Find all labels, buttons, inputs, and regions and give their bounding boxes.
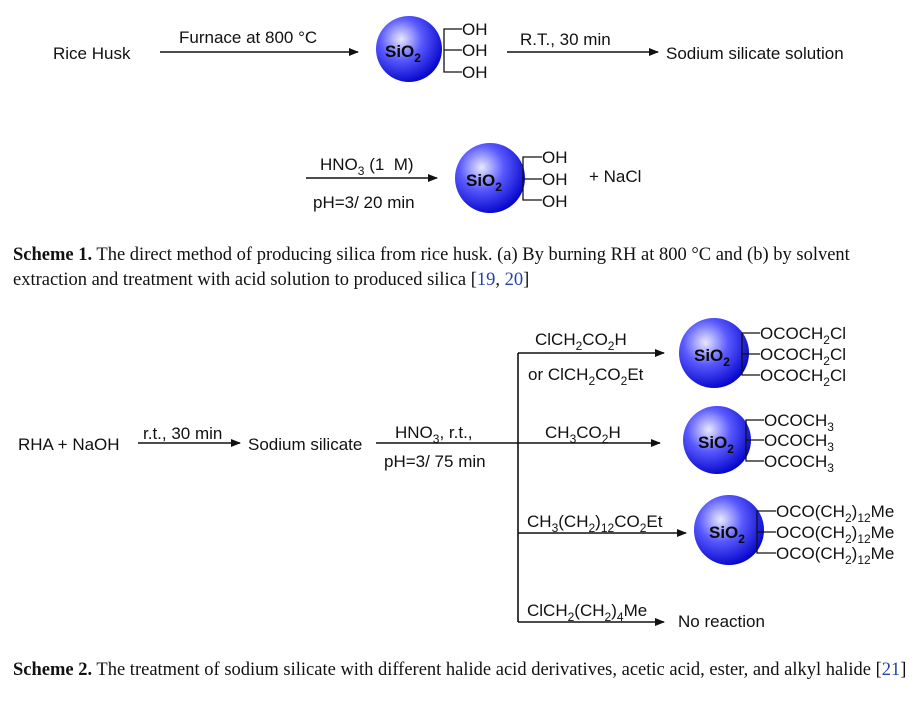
scheme-1-caption: Scheme 1. The direct method of producing… [13,243,913,293]
silica-sphere [455,143,525,213]
caption-label: Scheme 2. [13,660,93,680]
citation-close: ] [523,270,530,290]
rt-label: R.T., 30 min [520,30,611,49]
myristoyl-group-label: OCO(CH2)12Me [776,544,894,567]
hydroxyl-label: OH [462,63,488,82]
silica-sphere [694,495,764,565]
chloroacetyl-group-label: OCOCH2Cl [760,324,846,347]
scheme-2: RHA + NaOH r.t., 30 min Sodium silicate … [18,318,894,631]
silica-sphere [679,318,749,388]
hno3-rt-label: HNO3, r.t., [395,423,473,446]
rt-30min-label: r.t., 30 min [143,424,222,443]
acetyl-group-label: OCOCH3 [764,431,834,454]
hydroxyl-label: OH [542,170,568,189]
citation-link[interactable]: 21 [881,660,901,680]
sio2-label: SiO2 [466,171,502,194]
citation-link[interactable]: 20 [504,270,524,290]
acetyl-group-label: OCOCH3 [764,452,834,475]
silica-sphere [376,16,442,82]
caption-label: Scheme 1. [13,245,93,265]
sio2-label: SiO2 [385,42,421,65]
hydroxyl-label: OH [462,20,488,39]
branch-alkyl-halide: ClCH2(CH2)4Me No reaction [518,601,765,631]
caption-text: The direct method of producing silica fr… [13,245,850,290]
silica-sphere [683,406,751,474]
scheme-1: Rice Husk Furnace at 800 °C SiO2 OH OH O… [53,16,844,213]
furnace-label: Furnace at 800 °C [179,28,317,47]
branch-acetic: CH3CO2H SiO2 OCOCH3 OCOCH3 OCOCH3 [518,406,834,475]
scheme-2-caption: Scheme 2. The treatment of sodium silica… [13,658,913,683]
citation-link[interactable]: 19 [476,270,496,290]
sio2-label: SiO2 [694,346,730,369]
hno3-label: HNO3 (1 M) [320,155,414,178]
hydroxyl-label: OH [462,41,488,60]
reagent-label: CH3(CH2)12CO2Et [527,512,663,535]
chloroacetyl-group-label: OCOCH2Cl [760,345,846,368]
sodium-silicate-label: Sodium silicate [248,435,362,454]
reagent-label: ClCH2(CH2)4Me [527,601,647,624]
hydroxyl-label: OH [542,148,568,167]
sio2-label: SiO2 [709,523,745,546]
chloroacetyl-group-label: OCOCH2Cl [760,366,846,389]
ph-condition-label: pH=3/ 20 min [313,193,415,212]
acetyl-group-label: OCOCH3 [764,411,834,434]
myristoyl-group-label: OCO(CH2)12Me [776,502,894,525]
ph-75min-label: pH=3/ 75 min [384,452,486,471]
hydroxyl-label: OH [542,192,568,211]
reagent-label: ClCH2CO2H [535,330,627,353]
branch-myristate-ester: CH3(CH2)12CO2Et SiO2 OCO(CH2)12Me OCO(CH… [518,495,894,567]
citation-close: ] [900,660,907,680]
alternative-reagent-label: or ClCH2CO2Et [528,365,644,388]
citation-separator: , [495,270,505,290]
branch-chloroacetic: ClCH2CO2H or ClCH2CO2Et SiO2 OCOCH2Cl OC… [518,318,846,389]
rha-naoh-label: RHA + NaOH [18,435,120,454]
caption-text: The treatment of sodium silicate with di… [92,660,882,680]
no-reaction-label: No reaction [678,612,765,631]
nacl-byproduct-label: + NaCl [589,167,641,186]
sodium-silicate-solution-label: Sodium silicate solution [666,44,844,63]
reagent-label: CH3CO2H [545,423,621,446]
silica-particle-2: SiO2 OH OH OH [455,143,568,213]
silica-particle-1: SiO2 OH OH OH [376,16,488,82]
myristoyl-group-label: OCO(CH2)12Me [776,523,894,546]
rice-husk-label: Rice Husk [53,44,131,63]
sio2-label: SiO2 [698,433,734,456]
